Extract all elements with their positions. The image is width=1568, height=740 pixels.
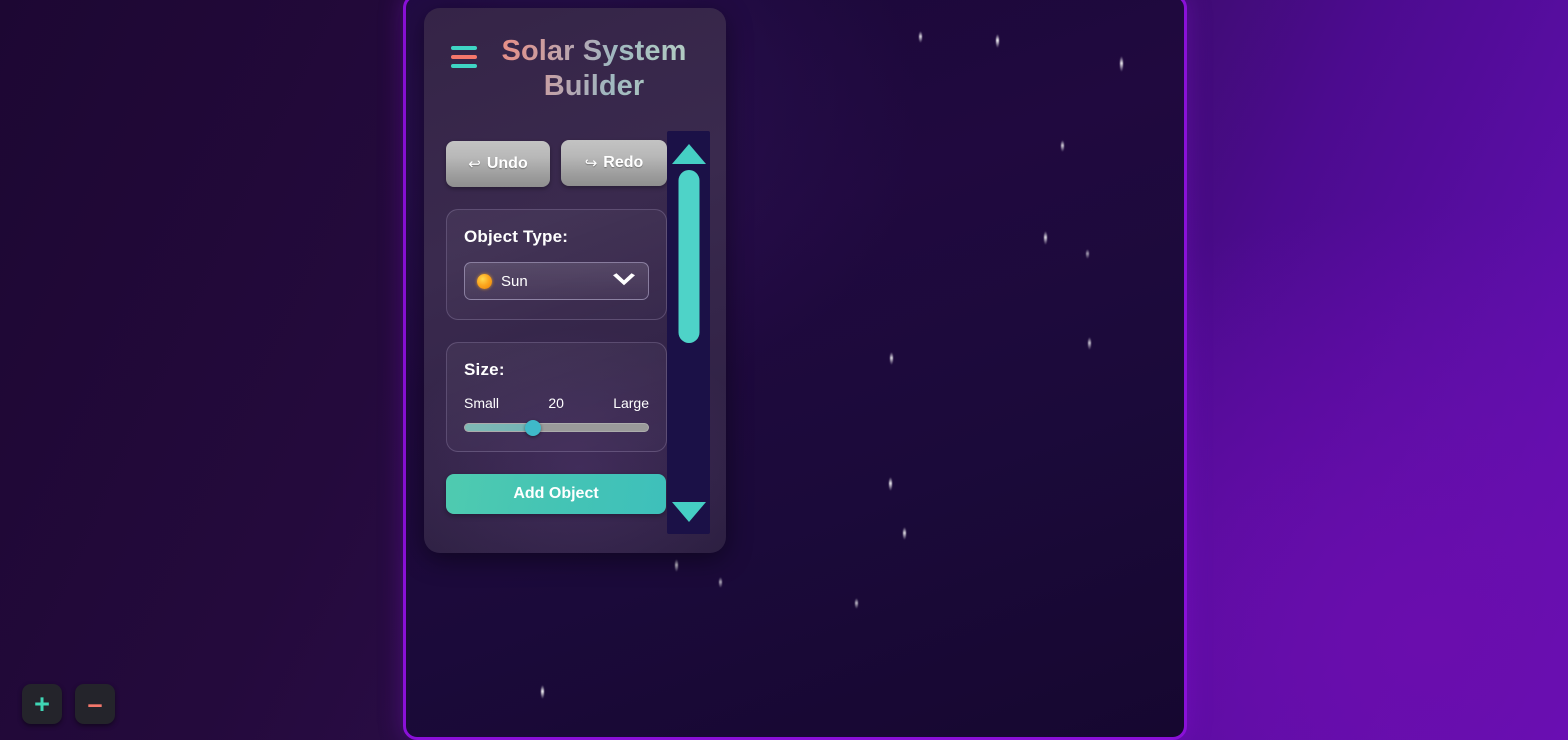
object-type-card: Object Type: Sun [446,209,667,320]
zoom-controls: + – [22,684,115,724]
panel-header: Solar System Builder [424,8,726,105]
star [890,352,893,365]
size-slider-fill [465,424,533,431]
undo-button-label: Undo [486,155,528,172]
size-label: Size: [464,360,505,379]
star [675,559,678,572]
object-type-selected-value: Sun [477,273,528,290]
panel-scrollbar[interactable] [667,131,710,534]
zoom-out-button[interactable]: – [75,684,115,724]
panel-scroll-area: ↩ Undo ↪ Redo Object Type: Sun [424,134,726,553]
star [719,577,722,588]
scrollbar-thumb[interactable] [678,170,699,343]
object-type-label: Object Type: [464,227,569,246]
hamburger-line-top [451,46,477,50]
star [919,31,922,43]
scrollbar-track[interactable] [667,164,710,502]
scroll-up-arrow-icon[interactable] [671,144,706,164]
star [903,527,906,540]
redo-button[interactable]: ↪ Redo [561,140,667,186]
star [996,34,999,48]
star [1088,337,1091,350]
scroll-down-arrow-icon[interactable] [671,502,706,522]
size-scale: Small 20 Large [464,395,649,411]
size-value: 20 [548,395,564,411]
object-type-selected-text: Sun [501,272,528,290]
size-card: Size: Small 20 Large [446,342,667,452]
panel-content: ↩ Undo ↪ Redo Object Type: Sun [424,134,667,514]
zoom-in-button[interactable]: + [22,684,62,724]
add-object-button[interactable]: Add Object [446,474,666,514]
hamburger-line-bottom [451,64,477,68]
plus-icon: + [34,688,50,719]
star [889,477,892,491]
undo-button[interactable]: ↩ Undo [446,141,550,187]
star [1061,140,1064,152]
minus-icon: – [87,688,103,719]
object-type-select[interactable]: Sun [464,262,649,300]
page-title: Solar System Builder [489,34,699,105]
size-slider-thumb[interactable] [524,419,541,436]
size-min-label: Small [464,395,500,411]
chevron-down-icon [613,273,635,286]
history-buttons: ↩ Undo ↪ Redo [446,140,667,187]
size-slider[interactable] [464,419,649,436]
size-max-label: Large [613,395,649,411]
redo-button-label: Redo [603,154,644,171]
undo-arrow-icon: ↩ [468,156,481,173]
redo-arrow-icon: ↪ [584,155,598,172]
star [1086,249,1089,259]
star [541,685,544,699]
star [855,598,858,609]
star [1120,56,1123,72]
hamburger-line-middle [451,55,477,59]
hamburger-icon[interactable] [451,46,477,68]
sun-icon [477,273,492,289]
star [1044,231,1047,245]
